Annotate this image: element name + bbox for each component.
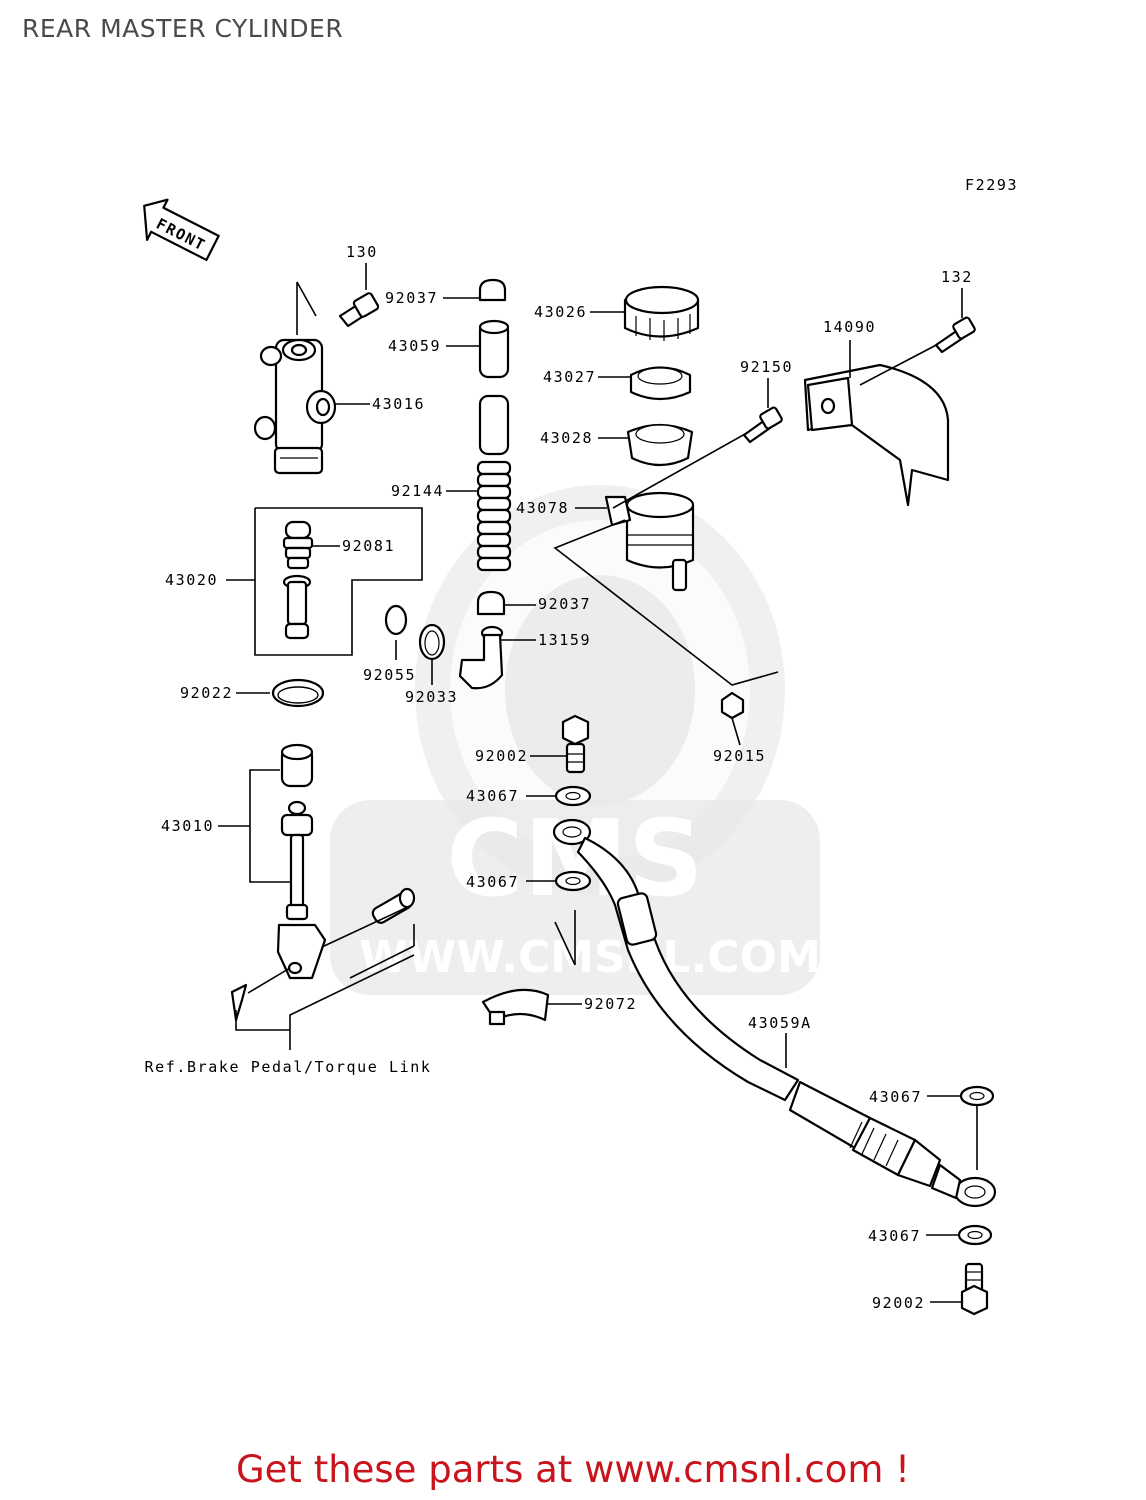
hose-clamp-92072 xyxy=(481,988,582,1026)
label-92150: 92150 xyxy=(740,358,793,376)
circlip-92033 xyxy=(418,623,446,661)
label-43067-d: 43067 xyxy=(868,1227,921,1245)
cotter-pin xyxy=(230,967,291,1022)
parts-diagram: CMS WWW.CMSNL.COM FRONT F2293 xyxy=(143,176,1018,1316)
label-132: 132 xyxy=(941,268,973,286)
label-43026: 43026 xyxy=(534,303,587,321)
front-direction-arrow: FRONT xyxy=(143,198,220,262)
figure-code: F2293 xyxy=(965,176,1018,194)
label-13159: 13159 xyxy=(538,631,591,649)
washer-43067-a xyxy=(526,785,592,807)
clamp-92037-top xyxy=(443,278,507,302)
label-43010: 43010 xyxy=(161,817,214,835)
brake-hose-43059A xyxy=(552,818,997,1208)
label-92037-mid: 92037 xyxy=(538,595,591,613)
label-43067-c: 43067 xyxy=(869,1088,922,1106)
label-92144: 92144 xyxy=(391,482,444,500)
leader-hose-clamp-2 xyxy=(554,921,576,966)
master-cylinder-body xyxy=(253,281,337,475)
label-43027: 43027 xyxy=(543,368,596,386)
reference-note: Ref.Brake Pedal/Torque Link xyxy=(144,1058,431,1076)
washer-43067-c xyxy=(927,1085,995,1170)
label-130: 130 xyxy=(346,243,378,261)
bolt-130 xyxy=(338,263,380,328)
label-92022: 92022 xyxy=(180,684,233,702)
banjo-bolt-92002-mid xyxy=(530,714,590,774)
label-92081: 92081 xyxy=(342,537,395,555)
spring-92144 xyxy=(446,460,512,572)
reservoir-hose-43059 xyxy=(446,319,510,456)
reservoir-cover-14090 xyxy=(803,340,950,507)
label-92037-top: 92037 xyxy=(385,289,438,307)
piston-kit-43020 xyxy=(226,507,423,656)
diaphragm-43028 xyxy=(598,423,694,467)
label-92015: 92015 xyxy=(713,747,766,765)
clamp-92037-mid xyxy=(476,590,536,616)
circlip-92022 xyxy=(236,678,325,708)
banjo-bolt-92002-bottom xyxy=(930,1262,989,1316)
bolt-92150 xyxy=(742,378,783,444)
reservoir-cap-43026 xyxy=(590,285,700,341)
page-title: REAR MASTER CYLINDER xyxy=(22,14,344,43)
label-43078: 43078 xyxy=(516,499,569,517)
label-43028: 43028 xyxy=(540,429,593,447)
label-92072: 92072 xyxy=(584,995,637,1013)
label-92033: 92033 xyxy=(405,688,458,706)
footer-link-text[interactable]: Get these parts at www.cmsnl.com ! xyxy=(235,1448,910,1491)
label-43059: 43059 xyxy=(388,337,441,355)
label-92002-mid: 92002 xyxy=(475,747,528,765)
o-ring-92055 xyxy=(384,604,408,636)
washer-43067-b xyxy=(526,870,592,892)
clevis-pin xyxy=(321,887,416,979)
label-14090: 14090 xyxy=(823,318,876,336)
watermark-brand: CMS xyxy=(446,798,703,920)
hose-fitting-13159 xyxy=(458,625,536,690)
label-43059A: 43059A xyxy=(748,1014,812,1032)
label-43067-a: 43067 xyxy=(466,787,519,805)
nut-92015 xyxy=(720,691,745,746)
bolt-132 xyxy=(934,288,976,354)
label-92055: 92055 xyxy=(363,666,416,684)
diaphragm-plate-43027 xyxy=(598,366,692,401)
push-rod-43010 xyxy=(218,743,327,980)
label-92002-bottom: 92002 xyxy=(872,1294,925,1312)
reservoir-tank-43078 xyxy=(553,419,779,686)
label-43016: 43016 xyxy=(372,395,425,413)
reference-bracket xyxy=(235,954,415,1050)
watermark-url: WWW.CMSNL.COM xyxy=(359,932,821,983)
label-43020: 43020 xyxy=(165,571,218,589)
label-43067-b: 43067 xyxy=(466,873,519,891)
washer-43067-d xyxy=(926,1224,993,1246)
